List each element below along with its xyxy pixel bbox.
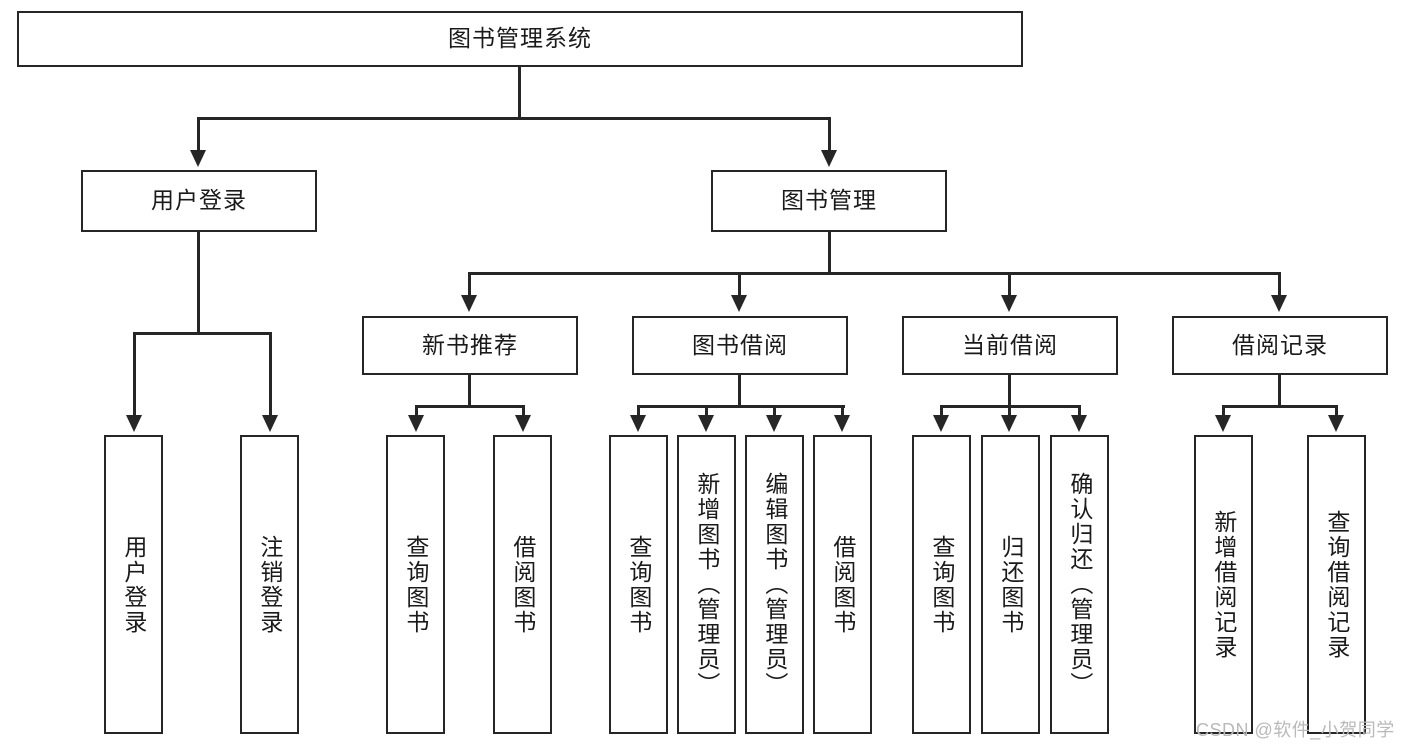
node-leaf-query-book-1[interactable]: 查询图书 (386, 435, 445, 734)
node-label: 用户登录 (120, 534, 147, 635)
node-current-borrow[interactable]: 当前借阅 (902, 316, 1118, 375)
node-label: 查询借阅记录 (1323, 509, 1350, 660)
node-book-manage[interactable]: 图书管理 (711, 170, 947, 232)
node-leaf-return-book[interactable]: 归还图书 (981, 435, 1040, 734)
edge-root-to-book-manage (828, 117, 831, 151)
edge-user-login-drop-2 (269, 332, 272, 416)
arrowhead-leaf-query-book-3 (933, 415, 949, 432)
edge-nbr-bar (415, 405, 525, 408)
node-label: 图书管理 (781, 187, 877, 214)
edge-br-stem (1278, 375, 1281, 407)
node-leaf-confirm-return[interactable]: 确认归还（管理员） (1050, 435, 1109, 734)
edge-nbr-stem (468, 375, 471, 407)
edge-bb-drop-4 (841, 405, 844, 417)
arrowhead-leaf-add-book (698, 415, 714, 432)
arrowhead-leaf-borrow-book-2 (834, 415, 850, 432)
node-label: 新增借阅记录 (1210, 509, 1237, 660)
node-label: 借阅图书 (509, 534, 536, 635)
arrowhead-borrow-record (1271, 295, 1287, 312)
edge-bb-drop-3 (773, 405, 776, 417)
arrowhead-book-manage (821, 150, 837, 167)
edge-bb-drop-1 (637, 405, 640, 417)
edge-root-bar (197, 117, 831, 120)
node-label: 用户登录 (151, 187, 247, 214)
node-leaf-user-login[interactable]: 用户登录 (104, 435, 163, 734)
arrowhead-user-login (190, 150, 206, 167)
edge-cb-drop-3 (1078, 405, 1081, 417)
node-label: 确认归还（管理员） (1066, 472, 1093, 697)
node-leaf-query-record[interactable]: 查询借阅记录 (1307, 435, 1366, 734)
arrowhead-leaf-borrow-book-1 (515, 415, 531, 432)
node-leaf-edit-book[interactable]: 编辑图书（管理员） (745, 435, 804, 734)
node-label: 归还图书 (997, 534, 1024, 635)
node-borrow-record[interactable]: 借阅记录 (1172, 316, 1388, 375)
node-label: 图书管理系统 (448, 25, 592, 52)
node-label: 图书借阅 (692, 331, 788, 358)
node-label: 查询图书 (928, 534, 955, 635)
arrowhead-leaf-query-book-2 (630, 415, 646, 432)
node-label: 借阅图书 (829, 534, 856, 635)
arrowhead-leaf-query-record (1328, 415, 1344, 432)
node-label: 借阅记录 (1232, 331, 1328, 358)
node-label: 编辑图书（管理员） (761, 472, 788, 697)
arrowhead-current-borrow (1001, 295, 1017, 312)
node-leaf-borrow-book-2[interactable]: 借阅图书 (813, 435, 872, 734)
edge-cb-drop-2 (1008, 405, 1011, 417)
arrowhead-leaf-return-book (1001, 415, 1017, 432)
edge-bb-bar (637, 405, 845, 408)
arrowhead-leaf-edit-book (766, 415, 782, 432)
node-leaf-borrow-book-1[interactable]: 借阅图书 (493, 435, 552, 734)
edge-to-new-book-recommend (468, 272, 471, 298)
watermark-label: CSDN @软件_小贺同学 (1196, 720, 1395, 740)
arrowhead-book-borrow (731, 295, 747, 312)
arrowhead-new-book-recommend (461, 295, 477, 312)
edge-br-drop-2 (1335, 405, 1338, 417)
edge-to-current-borrow (1008, 272, 1011, 298)
edge-book-manage-bar (468, 272, 1280, 275)
node-new-book-recommend[interactable]: 新书推荐 (362, 316, 578, 375)
node-label: 查询图书 (402, 534, 429, 635)
arrowhead-leaf-user-login (126, 415, 142, 432)
node-book-borrow[interactable]: 图书借阅 (632, 316, 848, 375)
node-label: 注销登录 (256, 534, 283, 635)
edge-root-to-user-login (197, 117, 200, 151)
node-root-system[interactable]: 图书管理系统 (17, 11, 1023, 67)
edge-user-login-stem (197, 232, 200, 334)
arrowhead-leaf-confirm-return (1071, 415, 1087, 432)
edge-cb-stem (1008, 375, 1011, 407)
edge-root-stem (518, 67, 521, 119)
node-label: 查询图书 (625, 534, 652, 635)
edge-user-login-bar (133, 332, 272, 335)
node-leaf-query-book-3[interactable]: 查询图书 (912, 435, 971, 734)
edge-br-drop-1 (1222, 405, 1225, 417)
edge-br-bar (1222, 405, 1338, 408)
node-label: 新书推荐 (422, 331, 518, 358)
node-label: 新增图书（管理员） (693, 472, 720, 697)
node-user-login[interactable]: 用户登录 (81, 170, 317, 232)
edge-cb-drop-1 (940, 405, 943, 417)
edge-user-login-drop-1 (133, 332, 136, 416)
node-leaf-add-record[interactable]: 新增借阅记录 (1194, 435, 1253, 734)
arrowhead-leaf-add-record (1215, 415, 1231, 432)
edge-nbr-drop-1 (415, 405, 418, 417)
edge-bb-drop-2 (705, 405, 708, 417)
edge-to-borrow-record (1278, 272, 1281, 298)
edge-bb-stem (738, 375, 741, 407)
edge-nbr-drop-2 (522, 405, 525, 417)
node-leaf-logout[interactable]: 注销登录 (240, 435, 299, 734)
edge-to-book-borrow (738, 272, 741, 298)
node-leaf-add-book[interactable]: 新增图书（管理员） (677, 435, 736, 734)
arrowhead-leaf-query-book-1 (408, 415, 424, 432)
arrowhead-leaf-logout (262, 415, 278, 432)
node-leaf-query-book-2[interactable]: 查询图书 (609, 435, 668, 734)
edge-book-manage-stem (828, 232, 831, 274)
node-label: 当前借阅 (962, 331, 1058, 358)
